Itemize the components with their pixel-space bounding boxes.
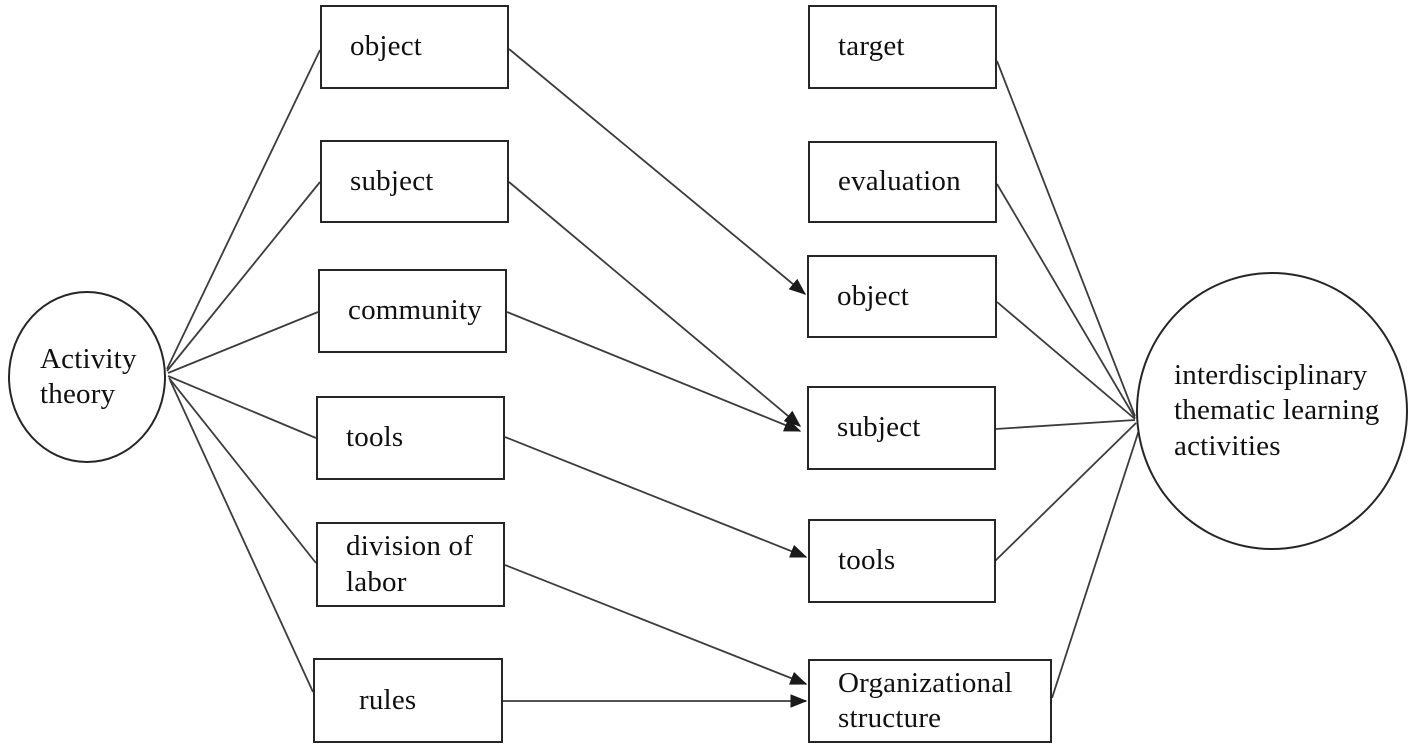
box-tools-left-label: tools xyxy=(346,421,404,454)
edge-evaluation-to-activities xyxy=(996,183,1136,419)
box-target: target xyxy=(808,5,997,89)
box-object-left-label: object xyxy=(350,30,423,63)
box-target-label: target xyxy=(838,30,905,63)
edge-community-to-subject xyxy=(506,311,802,432)
box-rules: rules xyxy=(313,658,503,743)
edge-object-to-object xyxy=(508,48,807,295)
edge-subject2-to-activities xyxy=(995,419,1136,430)
edge-tools2-to-activities xyxy=(993,422,1137,563)
activity-theory-node: Activity theory xyxy=(8,291,166,463)
activity-theory-label: Activity theory xyxy=(40,342,137,410)
box-community: community xyxy=(318,269,507,353)
edge-orgstruct-to-activities xyxy=(1051,429,1140,699)
box-evaluation-label: evaluation xyxy=(838,165,961,198)
edge-target-to-activities xyxy=(996,60,1136,417)
edge-activity-to-division xyxy=(168,377,317,564)
box-rules-label: rules xyxy=(359,683,417,716)
box-subject-left: subject xyxy=(320,140,509,223)
edge-object2-to-activities xyxy=(996,301,1136,420)
box-tools-left: tools xyxy=(316,396,505,480)
edge-activity-to-object xyxy=(166,49,321,370)
box-subject-middle-label: subject xyxy=(837,411,921,444)
box-subject-middle: subject xyxy=(807,386,996,470)
edge-subject-to-subject xyxy=(508,181,802,427)
box-subject-left-label: subject xyxy=(350,164,434,197)
box-organizational-structure: Organizational structure xyxy=(808,659,1052,743)
box-object-middle: object xyxy=(807,255,997,338)
box-organizational-structure-label: Organizational structure xyxy=(838,666,1013,734)
edge-activity-to-rules xyxy=(169,379,314,693)
box-division-of-labor-label: division of labor xyxy=(346,530,474,598)
edge-activity-to-subject xyxy=(166,181,321,372)
box-tools-middle-label: tools xyxy=(838,544,896,577)
edge-tools-to-tools xyxy=(504,436,808,558)
box-tools-middle: tools xyxy=(808,519,996,603)
interdisciplinary-activities-label: interdisciplinary thematic learning acti… xyxy=(1174,358,1380,462)
box-evaluation: evaluation xyxy=(808,141,997,223)
box-division-of-labor: division of labor xyxy=(316,522,505,607)
box-community-label: community xyxy=(348,294,482,327)
edge-division-to-orgstruct xyxy=(504,564,808,685)
interdisciplinary-activities-node: interdisciplinary thematic learning acti… xyxy=(1136,272,1408,550)
edge-activity-to-community xyxy=(167,311,319,374)
edge-activity-to-tools xyxy=(167,375,317,439)
box-object-middle-label: object xyxy=(837,279,910,312)
box-object-left: object xyxy=(320,5,509,89)
